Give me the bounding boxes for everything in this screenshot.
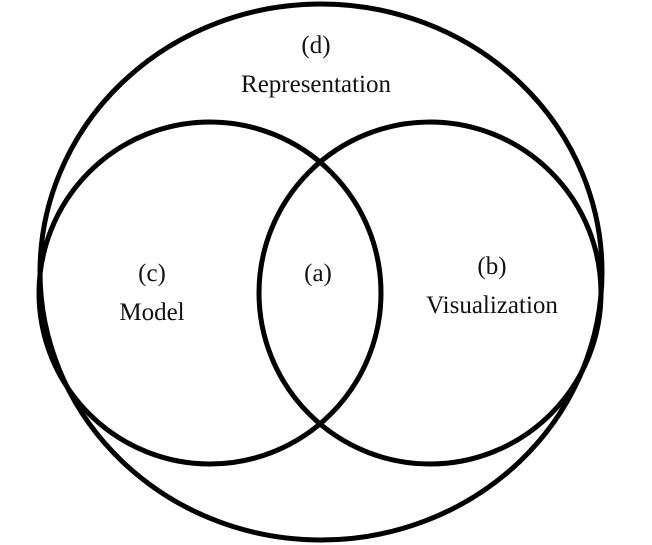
outer-region-tag: (d)	[301, 32, 330, 59]
intersection-region-tag: (a)	[304, 260, 332, 287]
left-circle-model	[36, 119, 384, 467]
right-region-name: Visualization	[426, 292, 558, 319]
outer-region-name: Representation	[241, 71, 391, 98]
right-circle-visualization	[256, 119, 604, 467]
left-region-tag: (c)	[138, 260, 166, 287]
left-region-name: Model	[119, 299, 184, 326]
right-region-tag: (b)	[477, 253, 506, 280]
